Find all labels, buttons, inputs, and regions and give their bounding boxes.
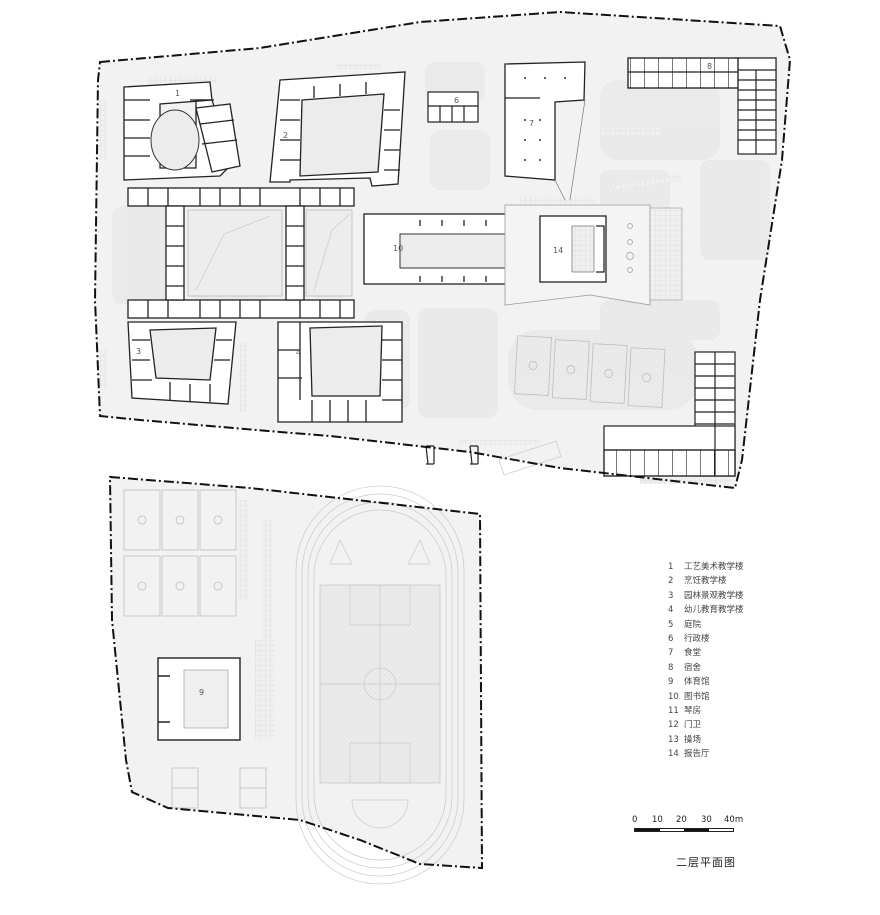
building-6-admin[interactable] (427, 91, 479, 123)
building-8-dormitory-north[interactable] (627, 57, 777, 155)
label-building-7: 7 (529, 119, 534, 128)
scale-bar: 0 10 20 30 40m (630, 815, 744, 845)
building-2-culinary[interactable] (269, 71, 406, 187)
building-10-library[interactable] (363, 213, 525, 285)
basketball-courts-south (123, 489, 237, 617)
building-14-auditorium[interactable] (504, 204, 683, 306)
small-courts (171, 767, 267, 809)
drawing-title: 二层平面图 (676, 856, 736, 869)
building-9-gymnasium[interactable] (157, 657, 241, 741)
gatehouse[interactable] (425, 445, 479, 465)
label-building-14: 14 (553, 246, 563, 255)
north-campus: 1 2 (93, 10, 792, 490)
label-building-1: 1 (175, 89, 180, 98)
teaching-cluster-core[interactable] (127, 187, 355, 319)
south-site-boundary (108, 475, 484, 870)
label-building-3: 3 (136, 347, 141, 356)
building-1-arts[interactable] (123, 81, 241, 181)
label-building-10: 10 (393, 244, 403, 253)
south-strips (238, 500, 275, 740)
south-campus: 9 (108, 475, 484, 885)
bike-shelters (498, 440, 562, 476)
basketball-courts-north (514, 335, 666, 408)
scale-labels: 0 10 20 30 40m (632, 815, 744, 825)
label-building-4: 4 (296, 348, 301, 357)
building-7-canteen[interactable] (504, 61, 586, 201)
building-8-dormitory-south[interactable] (603, 351, 736, 477)
building-4-early-childhood[interactable] (277, 321, 403, 423)
label-building-6: 6 (454, 96, 459, 105)
north-site-boundary (93, 10, 792, 490)
track-and-field (295, 485, 465, 885)
label-building-8: 8 (707, 62, 712, 71)
label-building-9: 9 (199, 688, 204, 697)
scale-bar-segments (634, 828, 734, 832)
label-building-2: 2 (283, 131, 288, 140)
building-3-landscape[interactable] (127, 321, 237, 405)
